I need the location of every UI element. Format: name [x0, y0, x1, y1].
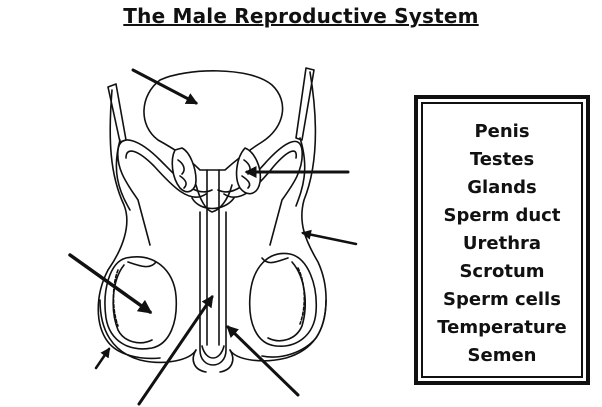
scrotum [99, 299, 327, 364]
reproductive-system-diagram [68, 67, 358, 406]
left-testis [104, 256, 178, 350]
word-bank-item: Sperm duct [443, 205, 561, 226]
gland-left [171, 147, 197, 193]
word-bank-item: Temperature [437, 317, 567, 338]
word-bank-item: Penis [474, 121, 530, 142]
arrow-penis [226, 325, 300, 397]
arrow-scrotum-left [94, 347, 111, 370]
penis [199, 169, 227, 366]
arrow-left-testis [68, 253, 153, 314]
right-testis [248, 252, 318, 347]
penis-tip [192, 349, 234, 373]
word-bank-list: Penis Testes Glands Sperm duct Urethra S… [421, 102, 583, 378]
prostate [191, 184, 235, 213]
arrow-scrotum-right [301, 229, 358, 246]
word-bank-item: Scrotum [459, 261, 545, 282]
word-bank-item: Urethra [462, 233, 542, 254]
word-bank-box: Penis Testes Glands Sperm duct Urethra S… [414, 95, 590, 385]
word-bank-item: Sperm cells [443, 289, 561, 310]
word-bank-item: Glands [467, 177, 537, 198]
word-bank-item: Testes [469, 149, 535, 170]
word-bank-item: Semen [467, 345, 537, 366]
right-ureter [295, 67, 315, 141]
page-title: The Male Reproductive System [123, 4, 479, 28]
arrow-urethra [137, 295, 214, 406]
arrow-bladder [131, 68, 199, 105]
